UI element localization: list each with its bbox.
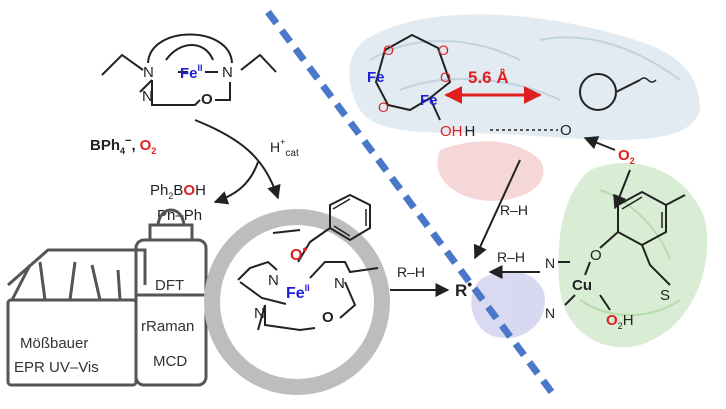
center-metal: FeII [286, 283, 310, 302]
diiron-fe2: Fe [420, 92, 438, 109]
fe-top-o: O [201, 91, 213, 108]
main-reaction-arrow [195, 120, 278, 198]
center-n1: N [268, 272, 279, 289]
reagent-label: BPh4−,O2 [90, 135, 156, 156]
rh-cu: R–H [497, 249, 525, 265]
diiron-o4: O [438, 42, 449, 58]
fe-top-metal: FeII [180, 63, 203, 82]
technique-rraman: rRaman [141, 318, 194, 335]
cu-n1: N [545, 255, 555, 271]
fe-top-n-left: N [143, 64, 154, 81]
diiron-fe1: Fe [367, 69, 385, 86]
cu-phenoxyl: O [590, 247, 602, 264]
technique-epr-uvvis: EPR UV–Vis [14, 359, 99, 376]
center-o: O [322, 309, 334, 326]
side-arrow [215, 162, 258, 202]
diiron-o1: O [383, 42, 394, 58]
technique-mcd: MCD [153, 353, 187, 370]
technique-dft: DFT [155, 277, 184, 294]
o2-label: O2 [618, 147, 635, 166]
fe-top-n-right: N [222, 64, 233, 81]
distance-label: 5.6 Å [468, 68, 509, 87]
byproduct-borinic: Ph2BOH [150, 182, 206, 201]
tyrosyl-o: O [560, 122, 572, 139]
highlight-ring [212, 217, 382, 387]
center-n3: N [254, 305, 265, 322]
center-oxyl: O• [290, 241, 307, 264]
fe-top-n-bottom: N [142, 88, 153, 105]
technique-mossbauer: Mößbauer [20, 335, 88, 352]
catalyst-label: H+cat [270, 137, 299, 159]
cu-metal: Cu [572, 277, 592, 294]
diiron-o2: O [440, 69, 451, 85]
rh-enzyme: R–H [500, 202, 528, 218]
cu-n2: N [545, 305, 555, 321]
center-n2: N [334, 275, 345, 292]
diiron-o3: O [378, 99, 389, 115]
cu-thioether: S [660, 287, 670, 304]
rh-center: R–H [397, 264, 425, 280]
